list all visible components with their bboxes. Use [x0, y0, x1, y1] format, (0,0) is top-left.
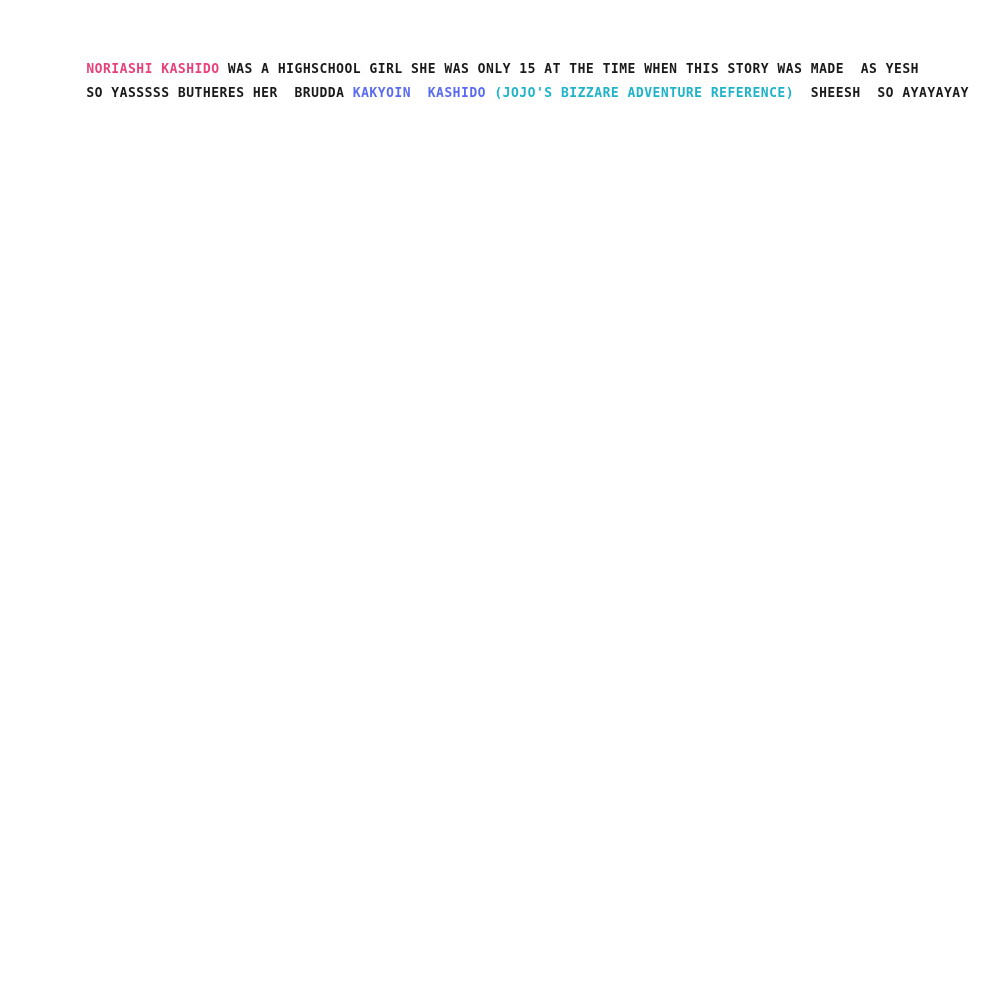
story-text: SO YASSSSS BUTHERES HER BRUDDA — [86, 86, 353, 101]
story-line-1: NORIASHI KASHIDO WAS A HIGHSCHOOL GIRL S… — [53, 46, 919, 94]
character-name-noriashi: NORIASHI KASHIDO — [86, 62, 220, 77]
character-name-kakyoin: KAKYOIN KASHIDO — [352, 86, 495, 101]
story-text: WAS A HIGHSCHOOL GIRL SHE WAS ONLY 15 AT… — [219, 62, 919, 77]
story-text: SHEESH SO AYAYAYAY — [794, 86, 969, 101]
reference-note: (JOJO'S BIZZARE ADVENTURE REFERENCE) — [494, 86, 795, 101]
story-line-2: SO YASSSSS BUTHERES HER BRUDDA KAKYOIN K… — [53, 70, 969, 118]
